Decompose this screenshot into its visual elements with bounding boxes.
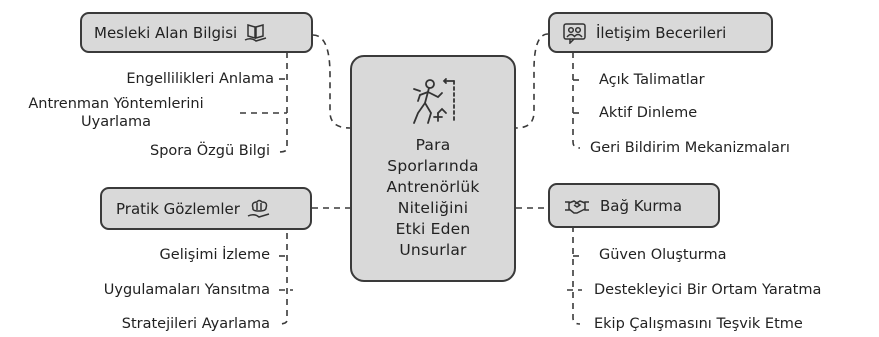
trunk-mesleki [278, 52, 288, 153]
node-iletisim-label: İletişim Becerileri [596, 23, 727, 42]
node-pratik-label: Pratik Gözlemler [116, 199, 240, 218]
connector-mesleki [312, 34, 351, 129]
node-bag: Bağ Kurma [548, 183, 720, 228]
leaf-spora-ozgu: Spora Özgü Bilgi [149, 143, 270, 159]
leaf-aktif-dinleme: Aktif Dinleme [599, 105, 698, 121]
people-chat-icon [563, 22, 586, 44]
node-iletisim: İletişim Becerileri [548, 12, 773, 53]
connector-iletisim [515, 33, 549, 129]
trunk-bag [572, 226, 581, 325]
central-node: Para Sporlarında Antrenörlük Niteliğini … [350, 55, 516, 282]
leaf-destekleyici: Destekleyici Bir Ortam Yaratma [594, 282, 822, 298]
leaf-geri-bildirim: Geri Bildirim Mekanizmaları [590, 140, 790, 156]
central-title: Para Sporlarında Antrenörlük Niteliğini … [386, 136, 480, 259]
brain-hand-icon [247, 199, 270, 218]
trunk-iletisim [572, 52, 581, 149]
node-pratik: Pratik Gözlemler [100, 187, 312, 230]
node-mesleki: Mesleki Alan Bilgisi [80, 12, 313, 53]
handshake-icon [565, 199, 589, 214]
leaf-stratejileri: Stratejileri Ayarlama [121, 316, 270, 332]
leaf-guven: Güven Oluşturma [599, 247, 727, 263]
trunk-pratik [278, 222, 288, 325]
leaf-acik-talimatlar: Açık Talimatlar [599, 72, 705, 88]
node-mesleki-label: Mesleki Alan Bilgisi [94, 23, 238, 42]
leaf-ekip: Ekip Çalışmasını Teşvik Etme [594, 316, 803, 332]
leaf-engellilikleri: Engellilikleri Anlama [126, 71, 274, 87]
node-bag-label: Bağ Kurma [600, 196, 683, 215]
leaf-uygulamalari: Uygulamaları Yansıtma [103, 282, 270, 298]
leaf-gelisimi-izleme: Gelişimi İzleme [159, 247, 270, 263]
book-hand-icon [244, 23, 267, 42]
leaf-antrenman-yontemleri: Antrenman Yöntemlerini Uyarlama [28, 96, 204, 130]
climber-icon [413, 78, 455, 124]
